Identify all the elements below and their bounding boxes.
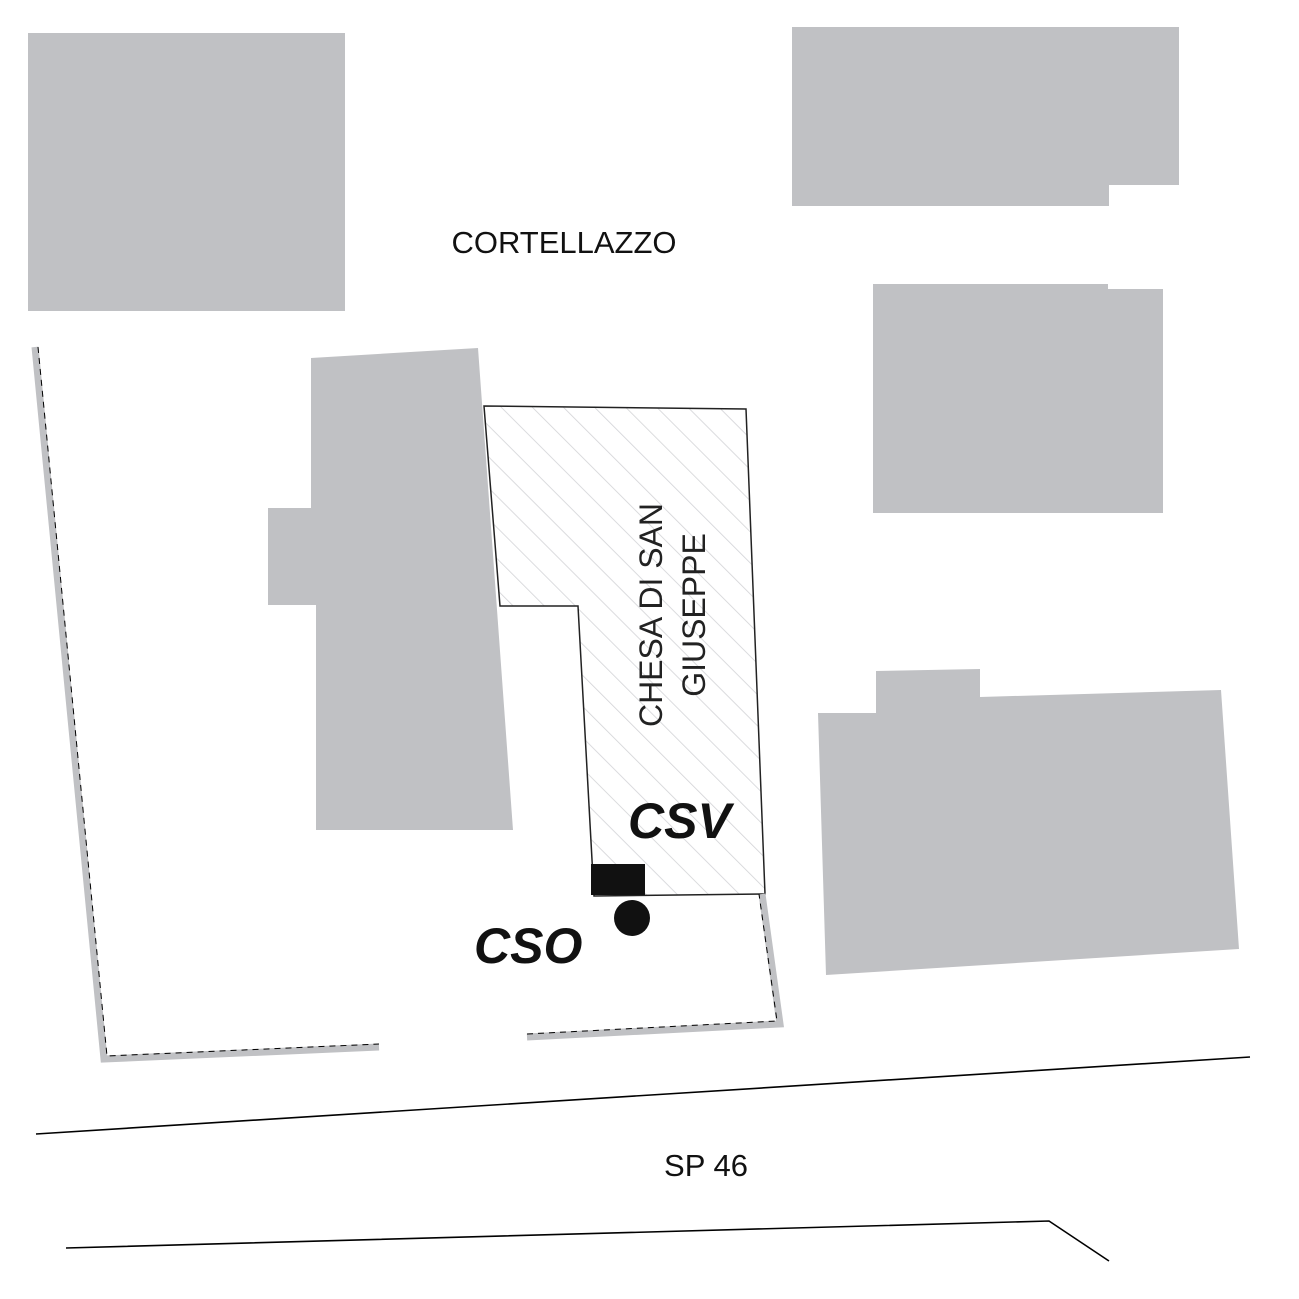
station-cso-label: CSO [474,918,582,974]
boundary-wall-south-edge [526,893,778,1035]
square-label: CORTELLAZZO [451,225,676,260]
station-csv-marker [591,864,645,895]
building-center-left [268,348,513,830]
boundary-wall-south [526,893,784,1041]
church-label-line2: GIUSEPPE [676,533,712,697]
church-parcel [483,405,766,897]
road-sp46-north-edge [35,1056,1251,1135]
station-csv-label: CSV [628,793,734,849]
building-top-right [792,27,1179,206]
building-middle-right [873,284,1163,513]
road-sp46-south-edge [65,1220,1110,1262]
station-cso-marker [614,900,650,936]
church-label-line1: CHESA DI SAN [633,503,669,727]
road-label: SP 46 [664,1148,748,1183]
boundary-wall-west [31,346,380,1063]
building-top-left [28,33,345,311]
church-label: CHESA DI SAN GIUSEPPE [633,503,712,727]
boundary-wall-west-edge [37,346,380,1057]
building-bottom-right [818,669,1239,975]
